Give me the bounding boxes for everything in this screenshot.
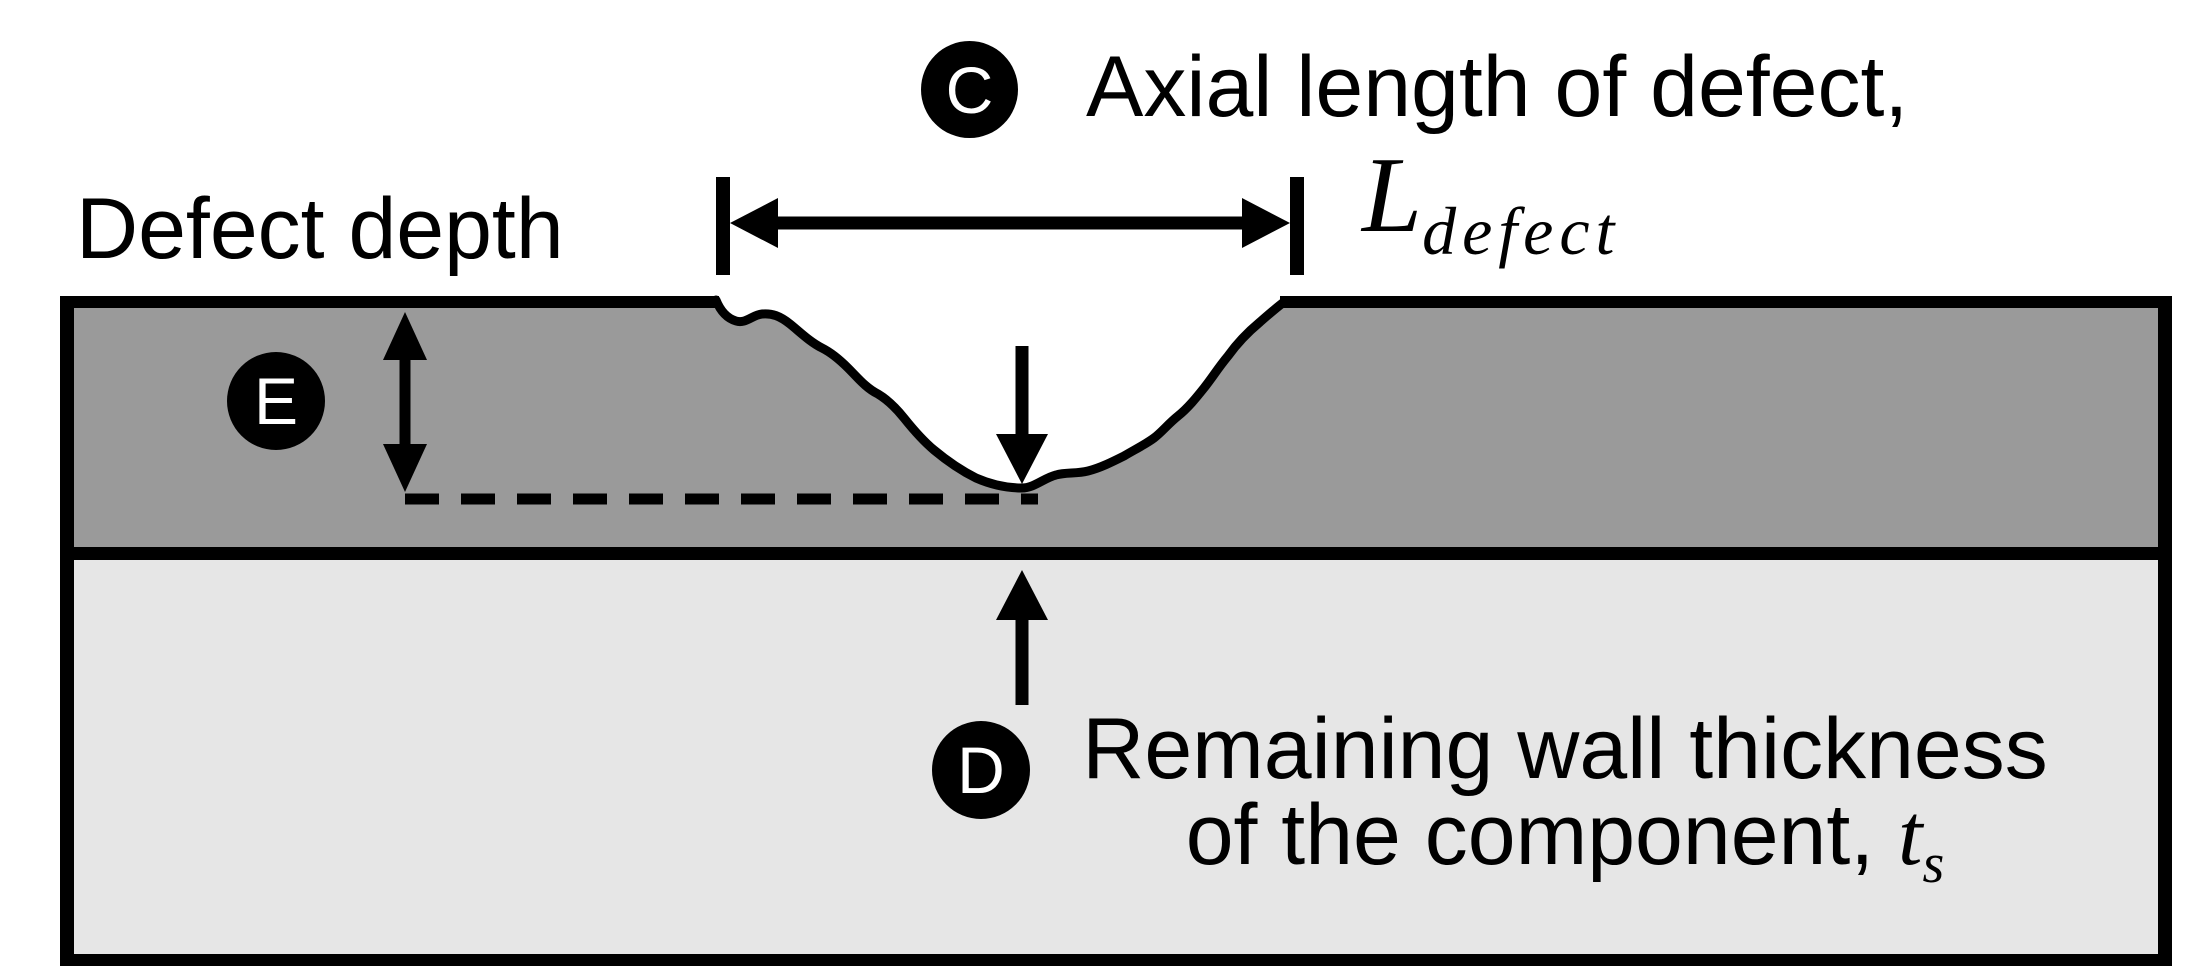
component-bottom-border — [60, 954, 2172, 966]
defect-notch-area — [716, 288, 1284, 488]
remaining-wall-pointer-head — [996, 570, 1048, 620]
layer-boundary-line — [60, 547, 2172, 560]
notch-bottom-pointer-head — [996, 434, 1048, 484]
defect-depth-label: Defect depth — [76, 181, 564, 277]
defect-depth-arrowhead-up — [383, 312, 427, 360]
dimension-arrowhead-right — [1242, 198, 1290, 248]
badge-e: E — [227, 352, 325, 450]
defect-depth-arrowhead-down — [383, 444, 427, 492]
outer-surface-line-right — [1280, 296, 2172, 308]
dimension-arrowhead-left — [730, 198, 778, 248]
remaining-wall-label-line2: of the component, ts — [1070, 792, 2060, 907]
component-left-border — [60, 296, 74, 966]
dimension-end-bar-right — [1290, 177, 1304, 275]
axial-length-symbol: Ldefect — [1362, 142, 1620, 285]
remaining-wall-label: Remaining wall thickness of the componen… — [1070, 706, 2060, 907]
dimension-end-bar-left — [716, 177, 730, 275]
badge-d: D — [932, 721, 1030, 819]
badge-e-letter: E — [253, 364, 299, 438]
defect-notch-outline — [711, 295, 1289, 493]
remaining-wall-label-line2-text: of the component, — [1185, 787, 1899, 883]
badge-c-letter: C — [945, 52, 994, 127]
remaining-symbol-subscript: s — [1922, 832, 1945, 895]
remaining-wall-fill — [72, 556, 2164, 960]
axial-length-label: Axial length of defect, — [1086, 39, 1909, 135]
badge-c: C — [921, 41, 1018, 138]
badge-d-letter: D — [957, 733, 1005, 807]
remaining-wall-label-line1: Remaining wall thickness — [1082, 701, 2048, 797]
axial-symbol-subscript: defect — [1422, 193, 1621, 270]
axial-symbol-main: L — [1362, 136, 1423, 255]
outer-surface-line-left — [60, 296, 719, 308]
remaining-symbol-main: t — [1898, 787, 1923, 884]
component-right-border — [2158, 296, 2172, 966]
